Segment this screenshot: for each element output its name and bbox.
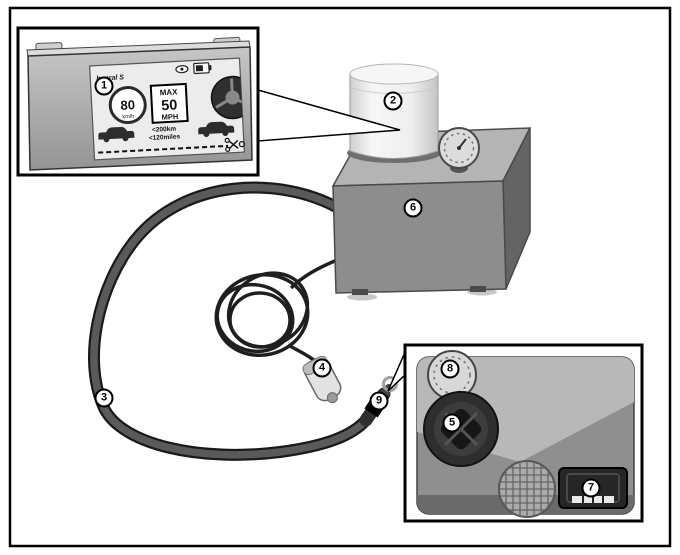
callout-8-num: 8 bbox=[446, 362, 454, 375]
bottle-holder bbox=[423, 391, 499, 467]
speed-limit-sign: 80 km/h bbox=[108, 86, 147, 125]
speed-unit: km/h bbox=[122, 114, 134, 121]
bottle-label: benral S 80 km/h MAX 50 MPH bbox=[89, 57, 246, 161]
callout-9: 9 bbox=[369, 391, 389, 411]
sealant-bottle bbox=[347, 63, 441, 163]
distance-miles-text: <120miles bbox=[149, 133, 181, 142]
max-unit: MPH bbox=[161, 112, 178, 122]
unit-pressure-gauge bbox=[438, 127, 480, 173]
callout-5-num: 5 bbox=[448, 416, 456, 429]
callout-4-num: 4 bbox=[318, 361, 326, 374]
callout-1-num: 1 bbox=[100, 79, 108, 92]
battery-icon bbox=[193, 62, 212, 75]
callout-1: 1 bbox=[94, 76, 114, 96]
callout-4: 4 bbox=[312, 358, 332, 378]
cut-line bbox=[98, 144, 229, 154]
eye-icon bbox=[175, 65, 189, 74]
callout-6-num: 6 bbox=[409, 201, 417, 214]
callout-9-num: 9 bbox=[375, 394, 383, 407]
callout-2: 2 bbox=[383, 91, 403, 111]
scissors-icon bbox=[224, 137, 239, 152]
callout-3: 3 bbox=[94, 388, 114, 408]
callout-2-num: 2 bbox=[389, 94, 397, 107]
max-label: MAX bbox=[160, 87, 179, 97]
distance-km-text: <200km bbox=[152, 126, 177, 134]
callout-6: 6 bbox=[403, 198, 423, 218]
callout-7-num: 7 bbox=[587, 481, 595, 494]
speed-value: 80 bbox=[120, 97, 135, 113]
max-value: 50 bbox=[161, 97, 178, 114]
label-inset: benral S 80 km/h MAX 50 MPH bbox=[16, 26, 260, 177]
callout-3-num: 3 bbox=[100, 391, 108, 404]
callout-7: 7 bbox=[581, 478, 601, 498]
callout-8: 8 bbox=[440, 359, 460, 379]
callout-5: 5 bbox=[442, 413, 462, 433]
end-mark-icon bbox=[238, 141, 246, 148]
max-speed-sign: MAX 50 MPH bbox=[149, 82, 189, 124]
air-grille bbox=[498, 460, 556, 518]
